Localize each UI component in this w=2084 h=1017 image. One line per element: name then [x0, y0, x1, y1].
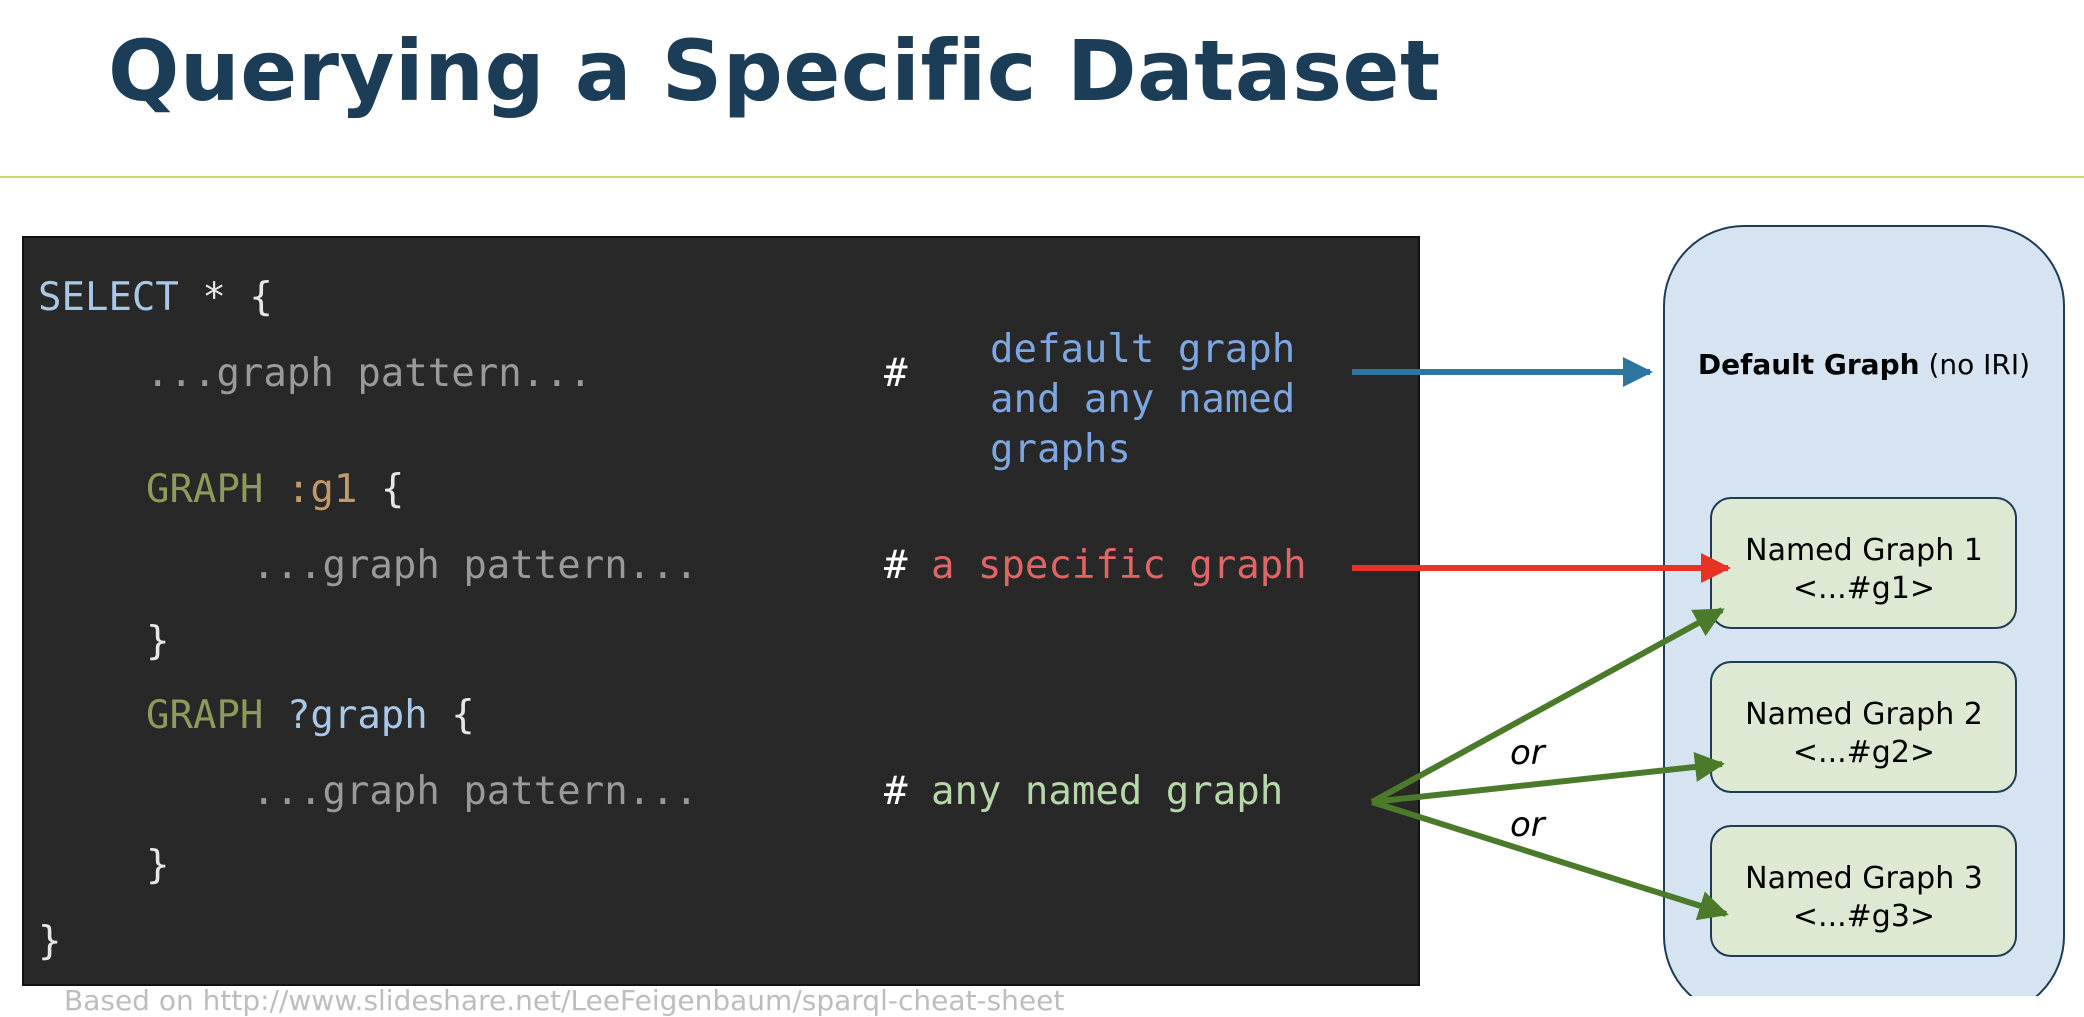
default-graph-label: Default Graph (no IRI) — [1698, 348, 2030, 381]
code-line-graph-g1: GRAPH :g1 { — [146, 470, 404, 509]
comment-any-named-graph: # any named graph — [884, 772, 1283, 811]
default-graph-bold: Default Graph — [1698, 348, 1920, 381]
default-graph-no-iri: (no IRI) — [1920, 348, 2031, 381]
comment-default-graph-2: and any named — [990, 377, 1296, 422]
graph-variable: ?graph — [286, 693, 428, 738]
graph-pattern-default: ...graph pattern... — [146, 351, 593, 396]
graph-name-g1: :g1 — [286, 467, 358, 512]
footnote: Based on http://www.slideshare.net/LeeFe… — [64, 984, 1065, 1017]
named-graph-1-title: Named Graph 1 — [1745, 533, 1983, 568]
graph-pattern-g1: ...graph pattern... — [252, 543, 699, 588]
or-label-1: or — [1510, 733, 1547, 773]
keyword-graph: GRAPH — [146, 467, 264, 512]
graph-pattern-var: ...graph pattern... — [252, 769, 699, 814]
comment-specific-graph: # a specific graph — [884, 546, 1307, 585]
named-graph-2-iri: <...#g2> — [1793, 735, 1935, 770]
comment-hash: # — [884, 351, 908, 396]
page-title: Querying a Specific Dataset — [108, 22, 1441, 120]
open-brace: { — [357, 467, 405, 512]
code-line-graph-var: GRAPH ?graph { — [146, 696, 475, 735]
named-graph-3-box — [1710, 825, 2017, 957]
code-line-select: SELECT * { — [38, 278, 273, 317]
close-brace-outer: } — [38, 919, 62, 964]
arrow-any-graph-1 — [1370, 607, 1725, 805]
comment-any-named-graph-text: any named graph — [930, 769, 1284, 814]
select-star: * { — [178, 275, 273, 320]
named-graph-1-iri: <...#g1> — [1793, 571, 1935, 606]
named-graph-3-iri: <...#g3> — [1793, 899, 1935, 934]
named-graph-3-title: Named Graph 3 — [1745, 861, 1983, 896]
named-graph-2-box — [1710, 661, 2017, 793]
title-divider — [0, 176, 2084, 178]
dataset-container — [1663, 225, 2065, 996]
code-block: SELECT * { ...graph pattern... # default… — [22, 236, 1420, 986]
open-brace: { — [427, 693, 475, 738]
close-brace: } — [146, 619, 170, 664]
comment-hash: # — [884, 543, 908, 588]
arrow-any-graph-2 — [1371, 752, 1725, 805]
close-brace: } — [146, 843, 170, 888]
or-label-2: or — [1510, 805, 1547, 845]
comment-specific-graph-text: a specific graph — [930, 543, 1307, 588]
keyword-graph: GRAPH — [146, 693, 264, 738]
comment-hash: # — [884, 769, 908, 814]
comment-default-graph-3: graphs — [990, 427, 1131, 472]
named-graph-1-box — [1710, 497, 2017, 629]
comment-default-graph-1: default graph — [990, 327, 1296, 372]
keyword-select: SELECT — [38, 275, 179, 320]
named-graph-2-title: Named Graph 2 — [1745, 697, 1983, 732]
arrow-any-graph-3 — [1371, 799, 1729, 921]
